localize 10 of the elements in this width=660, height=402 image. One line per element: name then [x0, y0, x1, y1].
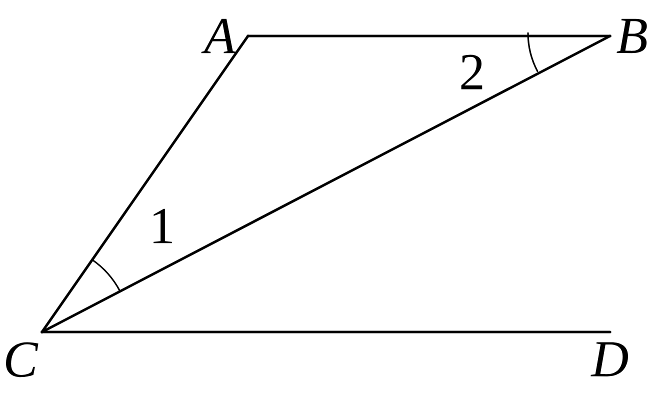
vertex-label: C — [6, 342, 38, 378]
angle-number: 1 — [154, 208, 172, 244]
line-segment — [246, 34, 612, 38]
vertex-label: A — [201, 18, 236, 54]
vertex-label: B — [616, 18, 647, 54]
vertex-label: D — [590, 342, 628, 376]
line-segment — [40, 34, 612, 334]
line-segment — [40, 330, 612, 334]
angle-number: 2 — [461, 54, 482, 90]
line-segment — [40, 34, 250, 334]
